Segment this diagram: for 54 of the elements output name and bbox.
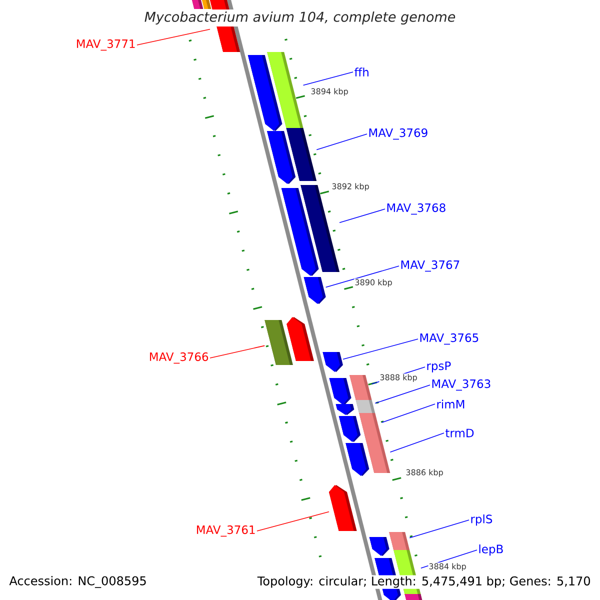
gene-block <box>366 440 390 473</box>
gene-block <box>304 277 326 304</box>
gene-block <box>264 320 293 365</box>
leader-line <box>302 72 354 86</box>
leader-line <box>342 338 418 360</box>
gene-block <box>281 188 319 276</box>
leader-line <box>256 511 330 532</box>
gene-block <box>346 443 370 476</box>
gene-block <box>356 400 376 413</box>
scale-label: 3888 kbp <box>379 374 418 382</box>
gene-label: MAV_3768 <box>387 203 446 215</box>
gene-block <box>267 131 296 184</box>
leader-line <box>409 520 470 538</box>
gene-block <box>369 537 390 556</box>
scale-label: 3884 kbp <box>428 562 467 572</box>
genome-info-text: Topology: circular; Length: 5,475,491 bp; Genes: 5,170 <box>256 575 592 589</box>
gene-label: MAV_3761 <box>197 525 255 537</box>
title: Mycobacterium avium 104, complete genome <box>142 9 458 27</box>
gene-label: MAV_3767 <box>401 260 460 272</box>
gene-label: lepB <box>479 544 503 556</box>
gene-block <box>192 0 204 9</box>
scale-label: 3886 kbp <box>405 468 444 478</box>
scale-label: 3892 kbp <box>331 182 370 192</box>
leader-line <box>325 266 400 288</box>
gene-label: rplS <box>471 514 492 526</box>
leader-line <box>210 345 266 358</box>
gene-block <box>404 594 423 600</box>
leader-line <box>390 432 444 453</box>
gene-block <box>328 485 357 531</box>
gene-block <box>202 0 212 9</box>
gene-label: MAV_3763 <box>432 379 490 391</box>
gene-label: MAV_3769 <box>369 128 428 140</box>
gene-block <box>248 55 282 131</box>
scale-label: 3890 kbp <box>354 278 393 288</box>
gene-label: trmD <box>446 428 474 438</box>
gene-label: MAV_3765 <box>420 333 478 345</box>
gene-block <box>286 317 314 361</box>
leader-line <box>339 208 386 224</box>
gene-label: rimM <box>437 400 464 408</box>
gene-block <box>336 404 354 415</box>
leader-line <box>381 404 436 423</box>
gene-block <box>350 375 372 400</box>
gene-label: MAV_3771 <box>77 39 135 51</box>
gene-label: ffh <box>354 68 368 76</box>
gene-block <box>359 413 382 440</box>
gene-block <box>389 532 410 550</box>
gene-block <box>322 352 343 372</box>
scale-label: 3894 kbp <box>310 88 349 96</box>
accession-text: Accession: NC_008595 <box>8 575 148 589</box>
leader-line <box>136 28 210 46</box>
gene-label: rpsP <box>427 362 451 372</box>
gene-label: MAV_3766 <box>150 352 208 364</box>
leader-line <box>374 384 430 404</box>
leader-line <box>316 134 368 150</box>
